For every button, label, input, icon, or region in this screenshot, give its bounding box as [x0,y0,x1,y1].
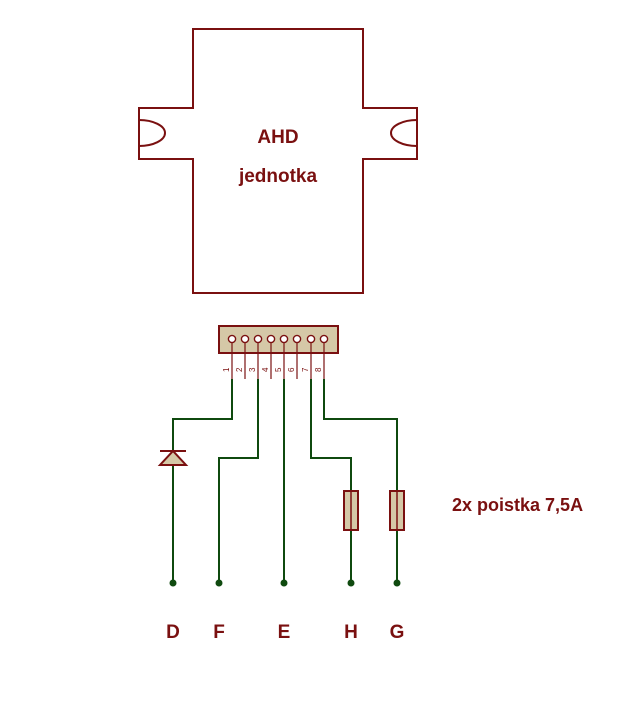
fuse-note: 2x poistka 7,5A [452,495,583,515]
terminal-label-d: D [166,622,180,643]
terminal-dot-f[interactable] [215,579,223,587]
terminal-dot-e[interactable] [280,579,288,587]
diode-icon [157,449,189,466]
terminal-dot-g[interactable] [393,579,401,587]
terminal-label-h: H [344,622,358,643]
connector-pin-7[interactable] [306,334,316,344]
wire-pin8-to-g [323,379,398,583]
connector-pin-3[interactable] [253,334,263,344]
pin-number-8: 8 [314,367,323,372]
connector-body [218,325,339,354]
fuse-h [343,490,359,531]
fuse-g [389,490,405,531]
terminal-dots [169,579,401,587]
terminal-label-g: G [390,622,405,643]
connector-pin-6[interactable] [292,334,302,344]
connector-pin-4[interactable] [266,334,276,344]
terminal-label-e: E [278,622,291,643]
ahd-unit-outline [138,28,418,294]
pin-number-4: 4 [261,367,270,372]
right-mount-slot [390,119,418,147]
wire-pin7-to-h [310,379,352,583]
connector-pin-8[interactable] [319,334,329,344]
connector-pins [227,334,329,344]
terminal-dot-h[interactable] [347,579,355,587]
terminal-dot-d[interactable] [169,579,177,587]
wire-pin1-to-d [172,379,233,583]
wire-pin3-to-f [218,379,259,583]
pin-number-2: 2 [235,367,244,372]
pin-number-1: 1 [222,367,231,372]
left-mount-slot [138,119,166,147]
connector-pin-2[interactable] [240,334,250,344]
pin-number-7: 7 [301,367,310,372]
connector-pin-1[interactable] [227,334,237,344]
pin-number-3: 3 [248,367,257,372]
pin-number-5: 5 [274,367,283,372]
unit-title: AHD [257,127,298,148]
unit-subtitle: jednotka [238,166,318,187]
connector-pin-5[interactable] [279,334,289,344]
terminal-label-f: F [213,622,225,643]
pin-stubs [231,343,325,379]
pin-number-6: 6 [287,367,296,372]
